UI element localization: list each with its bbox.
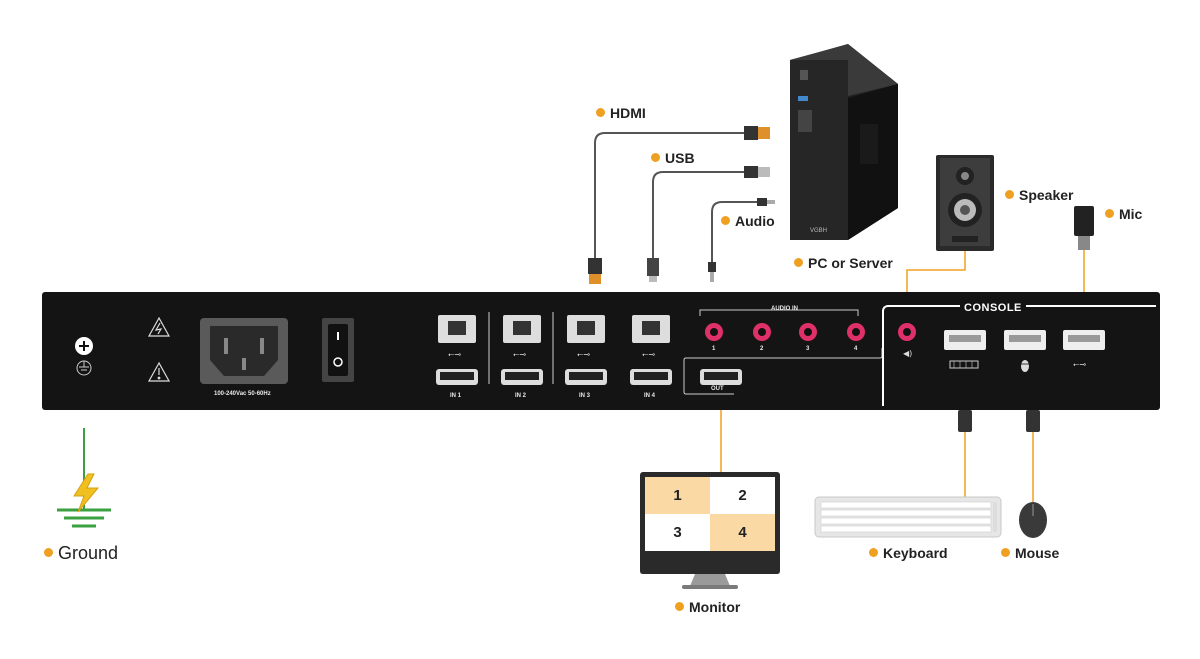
usb-connector-icon bbox=[647, 166, 770, 282]
hdmi-out-port bbox=[700, 369, 742, 385]
input-port-group-2: ⭠⊸ bbox=[501, 315, 543, 385]
usb-label-text: USB bbox=[665, 150, 695, 166]
out-label: OUT bbox=[711, 386, 724, 392]
power-switch bbox=[322, 318, 354, 382]
audio-in-title: AUDIO IN bbox=[771, 306, 798, 312]
monitor-label: Monitor bbox=[675, 599, 740, 615]
pc-cables bbox=[594, 132, 757, 262]
power-rating-label: 100-240Vac 50-60Hz bbox=[214, 391, 271, 397]
power-inlet bbox=[200, 318, 288, 384]
bullet-dot bbox=[721, 215, 730, 225]
bullet-dot bbox=[869, 547, 878, 557]
audio-in-bracket bbox=[699, 309, 859, 316]
audio-in-4-label: 4 bbox=[854, 346, 858, 352]
output-bracket bbox=[683, 348, 883, 395]
in-3-label: IN 3 bbox=[579, 393, 591, 399]
hdmi-label: HDMI bbox=[596, 105, 646, 121]
in-4-label: IN 4 bbox=[644, 393, 656, 399]
bullet-dot bbox=[596, 107, 605, 117]
audio-label: Audio bbox=[721, 213, 775, 229]
hdmi-connector-icon bbox=[588, 126, 770, 284]
mic-icon bbox=[1074, 206, 1094, 250]
bullet-dot bbox=[1001, 547, 1010, 557]
pc-tower bbox=[790, 44, 898, 240]
quadrant-4: 4 bbox=[710, 514, 775, 551]
keyboard-label-text: Keyboard bbox=[883, 545, 948, 561]
speaker-label: Speaker bbox=[1005, 187, 1073, 203]
in-2-label: IN 2 bbox=[515, 393, 527, 399]
svg-text:⭠⊸: ⭠⊸ bbox=[1073, 360, 1086, 369]
hdmi-label-text: HDMI bbox=[610, 105, 646, 121]
usb-label: USB bbox=[651, 150, 695, 166]
svg-text:⭠⊸: ⭠⊸ bbox=[513, 350, 526, 359]
speaker-icon bbox=[936, 155, 994, 251]
console-usb-keyboard bbox=[944, 330, 986, 369]
svg-text:⭠⊸: ⭠⊸ bbox=[642, 350, 655, 359]
audio-in-1-label: 1 bbox=[712, 346, 716, 352]
audio-in-3-label: 3 bbox=[806, 346, 810, 352]
input-port-group-1: ⭠⊸ bbox=[436, 315, 478, 385]
ground-symbol-icon bbox=[57, 428, 111, 528]
speaker-out-jack: ◀) bbox=[898, 323, 916, 358]
audio-label-text: Audio bbox=[735, 213, 775, 229]
bullet-dot bbox=[44, 547, 53, 557]
monitor-label-text: Monitor bbox=[689, 599, 741, 615]
svg-text:⭠⊸: ⭠⊸ bbox=[448, 350, 461, 359]
in-1-label: IN 1 bbox=[450, 393, 462, 399]
pc-or-server-label-text: PC or Server bbox=[808, 255, 893, 271]
svg-text:⭠⊸: ⭠⊸ bbox=[577, 350, 590, 359]
mouse-label-text: Mouse bbox=[1015, 545, 1060, 561]
keyboard-icon bbox=[814, 496, 1002, 538]
ground-screw-icon bbox=[75, 337, 93, 376]
keyboard-label: Keyboard bbox=[869, 545, 948, 561]
bullet-dot bbox=[675, 601, 684, 611]
bullet-dot bbox=[651, 152, 660, 162]
ground-label-text: Ground bbox=[58, 543, 119, 563]
audio-jack-icon bbox=[708, 198, 775, 282]
bullet-dot bbox=[1005, 189, 1014, 199]
warning-icon bbox=[147, 316, 171, 382]
console-title: CONSOLE bbox=[960, 302, 1026, 314]
input-port-group-3: ⭠⊸ bbox=[565, 315, 607, 385]
quadrant-1: 1 bbox=[645, 477, 710, 514]
console-usb-mouse bbox=[1004, 330, 1046, 372]
svg-text:◀): ◀) bbox=[903, 349, 912, 358]
speaker-label-text: Speaker bbox=[1019, 187, 1074, 203]
mouse-label: Mouse bbox=[1001, 545, 1059, 561]
ground-label: Ground bbox=[44, 543, 118, 564]
pc-brand-text: VGBH bbox=[810, 228, 827, 234]
audio-in-2-label: 2 bbox=[760, 346, 764, 352]
bullet-dot bbox=[1105, 208, 1114, 218]
bullet-dot bbox=[794, 257, 803, 267]
mic-label: Mic bbox=[1105, 206, 1142, 222]
audio-in-jacks bbox=[705, 323, 865, 341]
console-usb-mic: ⭠⊸ bbox=[1063, 330, 1105, 369]
mic-label-text: Mic bbox=[1119, 206, 1143, 222]
input-port-group-4: ⭠⊸ bbox=[630, 315, 672, 385]
mouse-icon bbox=[1019, 502, 1047, 538]
quadrant-2: 2 bbox=[710, 477, 775, 514]
monitor-screen: 1 2 3 4 bbox=[645, 477, 775, 551]
quadrant-3: 3 bbox=[645, 514, 710, 551]
console-section-frame bbox=[882, 305, 1156, 406]
pc-or-server-label: PC or Server bbox=[794, 255, 893, 271]
